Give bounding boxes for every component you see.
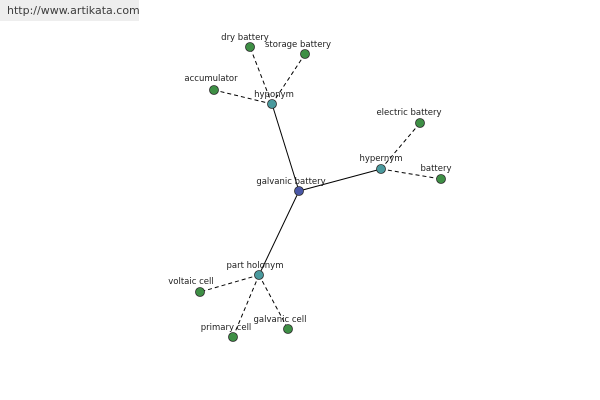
- label-leaf-voltaic-cell[interactable]: voltaic cell: [168, 277, 214, 287]
- nodes-layer: [195, 42, 446, 342]
- label-leaf-electric-battery[interactable]: electric battery: [376, 108, 441, 118]
- label-leaf-dry-battery[interactable]: dry battery: [221, 33, 269, 43]
- node-center-galvanic-battery[interactable]: [294, 186, 304, 196]
- label-relation-part-holonym[interactable]: part holonym: [227, 261, 284, 271]
- edge-hypernym-to-electric-battery: [380, 122, 421, 170]
- node-leaf-primary-cell[interactable]: [228, 332, 238, 342]
- edge-hyponym-to-storage-battery: [271, 53, 306, 105]
- edge-center-to-hypernym: [298, 168, 382, 192]
- label-relation-hyponym[interactable]: hyponym: [254, 90, 294, 100]
- edges-layer: [199, 46, 442, 338]
- edge-hypernym-to-battery: [380, 168, 442, 180]
- edge-center-to-hyponym: [271, 103, 300, 192]
- node-leaf-voltaic-cell[interactable]: [195, 287, 205, 297]
- node-relation-hypernym[interactable]: [376, 164, 386, 174]
- label-relation-hypernym[interactable]: hypernym: [359, 154, 402, 164]
- label-leaf-primary-cell[interactable]: primary cell: [201, 323, 252, 333]
- label-leaf-accumulator[interactable]: accumulator: [184, 74, 238, 84]
- node-leaf-electric-battery[interactable]: [415, 118, 425, 128]
- label-leaf-galvanic-cell[interactable]: galvanic cell: [254, 315, 307, 325]
- label-center-galvanic-battery[interactable]: galvanic battery: [256, 177, 325, 187]
- edge-part-holonym-to-primary-cell: [232, 274, 260, 338]
- edge-hyponym-to-accumulator: [213, 89, 273, 105]
- node-leaf-battery[interactable]: [436, 174, 446, 184]
- edge-part-holonym-to-voltaic-cell: [199, 274, 260, 293]
- node-leaf-dry-battery[interactable]: [245, 42, 255, 52]
- labels-layer: galvanic battery hyponym dry batterystorag…: [168, 33, 451, 333]
- label-leaf-battery[interactable]: battery: [420, 164, 451, 174]
- node-leaf-storage-battery[interactable]: [300, 49, 310, 59]
- node-leaf-accumulator[interactable]: [209, 85, 219, 95]
- source-url-banner[interactable]: http://www.artikata.com: [0, 0, 140, 21]
- edge-center-to-part-holonym: [258, 190, 300, 276]
- label-leaf-storage-battery[interactable]: storage battery: [265, 40, 331, 50]
- node-relation-part-holonym[interactable]: [254, 270, 264, 280]
- edge-part-holonym-to-galvanic-cell: [258, 274, 289, 330]
- node-relation-hyponym[interactable]: [267, 99, 277, 109]
- node-leaf-galvanic-cell[interactable]: [283, 324, 293, 334]
- edge-hyponym-to-dry-battery: [249, 46, 273, 105]
